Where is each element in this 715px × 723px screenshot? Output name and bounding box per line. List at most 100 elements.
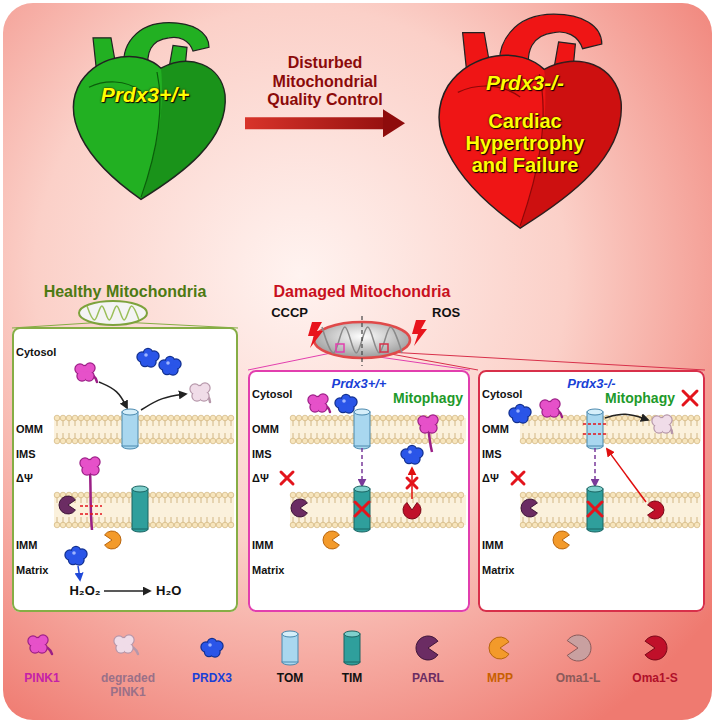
- lipid-head: [604, 522, 610, 528]
- mem-label: Cytosol: [252, 388, 292, 401]
- lipid-head: [446, 492, 452, 498]
- lipid-head: [302, 492, 308, 498]
- cross-stroke: [355, 502, 369, 516]
- lipid-head: [664, 492, 670, 498]
- lipid-head: [96, 415, 102, 421]
- lipid-head: [568, 438, 574, 444]
- membrane-band: [54, 418, 234, 441]
- lipid-head: [326, 415, 332, 421]
- lipid-head: [314, 522, 320, 528]
- lipid-head: [550, 438, 556, 444]
- prdx3-highlight: [516, 409, 520, 413]
- lipid-head: [308, 438, 314, 444]
- lipid-head: [434, 522, 440, 528]
- lipid-head: [676, 492, 682, 498]
- legend-text: MPP: [487, 671, 513, 685]
- lipid-head: [102, 438, 108, 444]
- parl-protease: [291, 499, 307, 517]
- lipid-head: [452, 415, 458, 421]
- lipid-head: [78, 492, 84, 498]
- panel-ground: [12, 327, 238, 612]
- protein-body: [429, 416, 438, 425]
- zoom-line: [388, 352, 705, 370]
- parl-protease: [59, 496, 75, 514]
- lipid-head: [174, 522, 180, 528]
- lipid-head: [96, 438, 102, 444]
- reaction-arrow: [78, 566, 80, 580]
- tom-complex: [282, 631, 298, 665]
- head-label: Damaged Mitochondria: [274, 283, 451, 301]
- lipid-head: [338, 438, 344, 444]
- prdx3-highlight: [408, 450, 412, 454]
- lipid-head: [628, 522, 634, 528]
- lipid-head: [228, 415, 234, 421]
- cylinder-body: [344, 634, 360, 662]
- lipid-head: [114, 438, 120, 444]
- lipid-head: [526, 522, 532, 528]
- tom-complex: [354, 409, 370, 449]
- protein-body: [200, 392, 209, 401]
- lipid-head: [144, 415, 150, 421]
- lipid-head: [216, 438, 222, 444]
- lipid-head: [198, 415, 204, 421]
- lipid-head: [446, 415, 452, 421]
- lipid-head: [676, 522, 682, 528]
- oma1-s-protease: [645, 636, 667, 660]
- lipid-head: [688, 438, 694, 444]
- tom-complex: [587, 409, 603, 449]
- lipid-head: [398, 415, 404, 421]
- lipid-head: [428, 492, 434, 498]
- lipid-head: [658, 492, 664, 498]
- chem-label: H₂O: [156, 584, 181, 599]
- lipid-head: [90, 415, 96, 421]
- process-arrow: [245, 117, 383, 129]
- lipid-head: [616, 438, 622, 444]
- cleavage-mark: [80, 505, 102, 507]
- healthy-mitochondrion: [79, 301, 147, 325]
- lipid-head: [156, 492, 162, 498]
- lipid-head: [688, 492, 694, 498]
- lipid-head: [150, 438, 156, 444]
- tag-label: ROS: [432, 306, 460, 321]
- heart-label: Prdx3+/+: [70, 83, 220, 106]
- mem-label: Cytosol: [482, 388, 522, 401]
- lipid-head: [216, 522, 222, 528]
- lipid-head: [652, 492, 658, 498]
- lipid-head: [216, 415, 222, 421]
- lipid-head: [374, 522, 380, 528]
- protein-body: [405, 455, 413, 463]
- lipid-head: [332, 522, 338, 528]
- phospholipid-layer: [290, 415, 464, 444]
- mito-label: Mitophagy: [393, 390, 463, 406]
- reaction-arrow: [104, 590, 150, 592]
- lipid-head: [338, 492, 344, 498]
- protein-body: [551, 400, 560, 409]
- cylinder-top: [282, 631, 298, 637]
- lipid-head: [386, 492, 392, 498]
- cross-stroke: [512, 472, 524, 484]
- legend-text: PINK1: [24, 671, 59, 685]
- protein-body: [124, 644, 133, 653]
- protein-body: [69, 556, 77, 564]
- lipid-head: [344, 415, 350, 421]
- cylinder-top: [132, 486, 148, 492]
- mem-label: ΔΨ: [252, 472, 269, 485]
- lipid-head: [452, 492, 458, 498]
- protein-body: [72, 547, 80, 555]
- lipid-head: [302, 415, 308, 421]
- lipid-head: [180, 415, 186, 421]
- lipid-head: [84, 438, 90, 444]
- lipid-head: [652, 438, 658, 444]
- lipid-head: [562, 438, 568, 444]
- lipid-head: [222, 522, 228, 528]
- inhibition-cross: [355, 502, 369, 516]
- lipid-head: [556, 492, 562, 498]
- lipid-head: [622, 415, 628, 421]
- tim-complex: [132, 486, 148, 532]
- lipid-head: [574, 522, 580, 528]
- protein-body: [663, 416, 672, 425]
- pink1-protein: [417, 414, 438, 433]
- lipid-head: [682, 438, 688, 444]
- lipid-head: [54, 522, 60, 528]
